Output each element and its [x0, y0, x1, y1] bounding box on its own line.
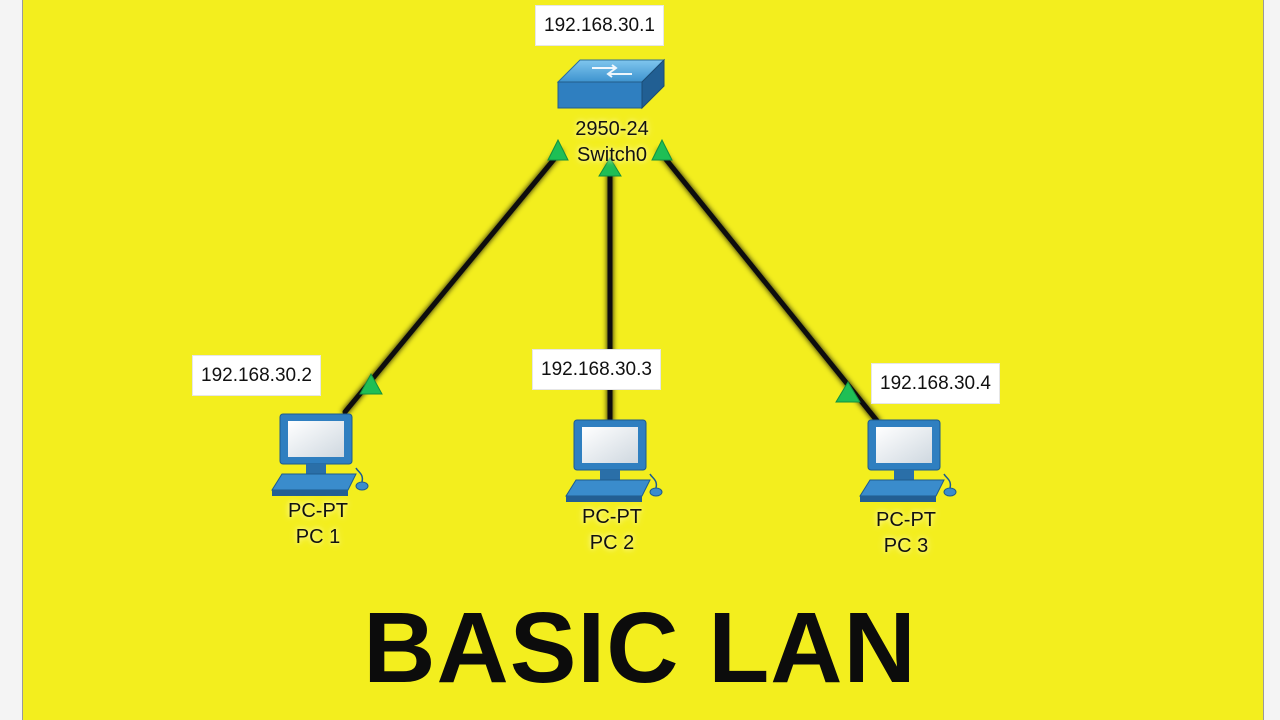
- port-up-indicator: [598, 157, 622, 177]
- pc3-name-label: PC 3: [883, 535, 929, 557]
- port-up-indicator: [651, 138, 673, 161]
- pc-icon[interactable]: [859, 419, 957, 502]
- port-up-indicator: [359, 372, 383, 395]
- pc-icon[interactable]: [271, 413, 369, 496]
- workspace-left-frame: [0, 0, 23, 720]
- workspace-right-frame: [1263, 0, 1280, 720]
- switch-ip-label[interactable]: 192.168.30.1: [536, 6, 663, 45]
- pc1-name-label: PC 1: [295, 526, 341, 548]
- pc3-ip-label[interactable]: 192.168.30.4: [872, 364, 999, 403]
- switch-name-label: Switch0: [576, 144, 648, 166]
- port-up-indicator: [835, 381, 861, 403]
- pc1-labels: PC-PT PC 1: [288, 498, 348, 550]
- pc2-labels: PC-PT PC 2: [582, 504, 642, 556]
- pc2-name-label: PC 2: [589, 532, 635, 554]
- switch-labels: 2950-24 Switch0: [575, 116, 648, 168]
- pc1-ip-label[interactable]: 192.168.30.2: [193, 356, 320, 395]
- pc2-ip-label[interactable]: 192.168.30.3: [533, 350, 660, 389]
- pc-icon[interactable]: [565, 419, 663, 502]
- pc1-model-label: PC-PT: [288, 500, 348, 522]
- link-switch-pc3[interactable]: [657, 149, 881, 425]
- pc3-model-label: PC-PT: [876, 509, 936, 531]
- switch-icon[interactable]: [556, 58, 666, 110]
- page-title: BASIC LAN: [363, 592, 917, 704]
- pc2-model-label: PC-PT: [582, 506, 642, 528]
- link-switch-pc1[interactable]: [342, 149, 563, 415]
- port-up-indicator: [547, 138, 569, 161]
- pc3-labels: PC-PT PC 3: [876, 507, 936, 559]
- switch-model-label: 2950-24: [575, 118, 649, 140]
